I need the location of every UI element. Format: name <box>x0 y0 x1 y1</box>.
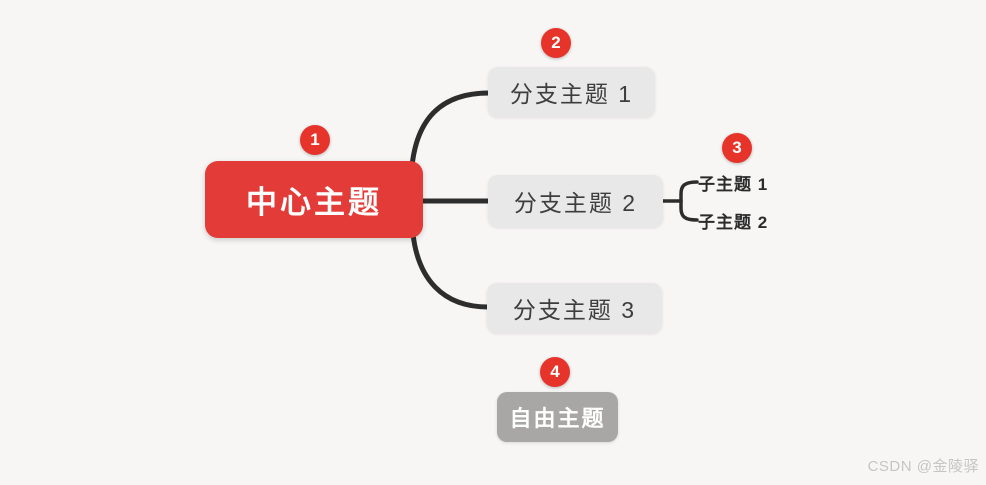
watermark: CSDN @金陵驿 <box>867 458 979 475</box>
branch-topic-2-node[interactable]: 分支主题 2 <box>488 175 663 227</box>
subtopic-1-node[interactable]: 子主题 1 <box>698 174 769 194</box>
connector-central-to-branch3 <box>410 231 491 310</box>
connector-central-to-branch1 <box>409 90 492 169</box>
subtopic-2-node[interactable]: 子主题 2 <box>698 212 769 232</box>
annotation-badge-3: 3 <box>722 133 752 163</box>
free-topic-node[interactable]: 自由主题 <box>497 392 618 442</box>
annotation-badge-4: 4 <box>540 357 570 387</box>
central-topic-node[interactable]: 中心主题 <box>205 161 423 238</box>
annotation-badge-1: 1 <box>300 125 330 155</box>
branch-topic-1-node[interactable]: 分支主题 1 <box>488 67 655 117</box>
connector-subtopics-brace <box>679 180 699 222</box>
annotation-badge-2: 2 <box>541 28 571 58</box>
branch-topic-3-node[interactable]: 分支主题 3 <box>487 283 662 333</box>
